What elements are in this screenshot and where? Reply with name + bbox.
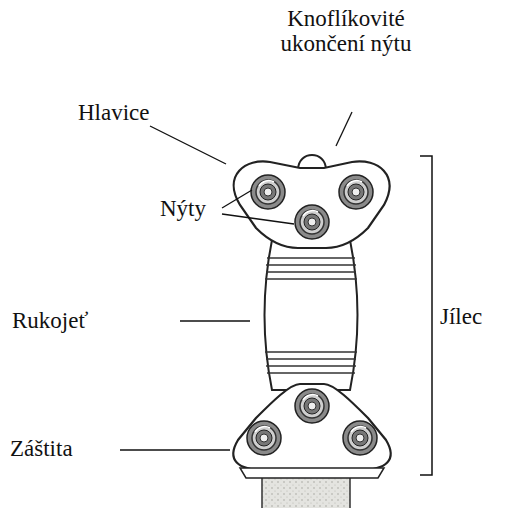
rivet	[251, 175, 285, 209]
leader-line	[180, 320, 250, 321]
leader-line	[336, 112, 352, 146]
leader-line	[222, 214, 294, 224]
leader-line	[222, 190, 252, 208]
part-label: Hlavice	[78, 100, 150, 125]
rivet	[295, 389, 329, 423]
grip-rings	[265, 258, 357, 373]
rivet	[343, 421, 377, 455]
leader-line	[120, 449, 230, 450]
part-label: Nýty	[160, 196, 206, 221]
part-label: Knoflíkovité ukončení nýtu	[258, 6, 434, 57]
guard	[233, 384, 390, 470]
part-label: Jílec	[440, 304, 482, 329]
part-label: Rukojeť	[12, 308, 88, 333]
grip	[265, 240, 358, 390]
blade	[262, 474, 350, 508]
guard-band	[240, 468, 384, 478]
bracket	[420, 156, 432, 475]
part-label: Záštita	[10, 436, 73, 461]
rivet	[295, 205, 329, 239]
rivet	[339, 175, 373, 209]
rivet	[247, 421, 281, 455]
leader-line	[150, 126, 226, 164]
pommel	[234, 161, 390, 248]
